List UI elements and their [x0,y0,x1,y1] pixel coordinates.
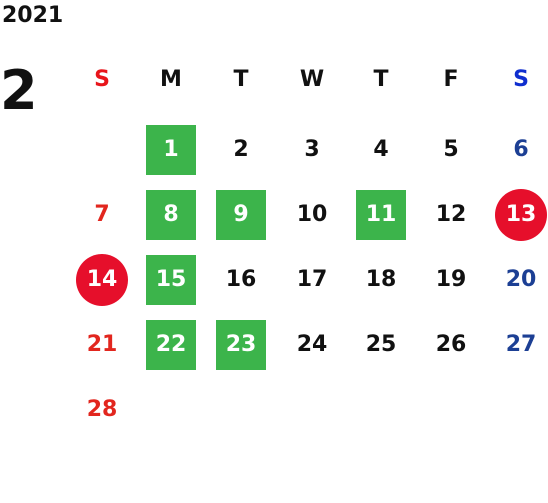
day-8[interactable]: 8 [146,190,196,240]
day-14[interactable]: 14 [76,254,128,306]
day-20[interactable]: 20 [505,267,537,292]
day-15[interactable]: 15 [146,255,196,305]
day-7[interactable]: 7 [94,202,110,227]
day-9[interactable]: 9 [216,190,266,240]
weekday-header-5: F [443,67,459,92]
day-27[interactable]: 27 [505,332,537,357]
weekday-header-2: T [233,67,249,92]
day-2[interactable]: 2 [233,137,249,162]
weekday-header-4: T [373,67,389,92]
day-11[interactable]: 11 [356,190,406,240]
day-13[interactable]: 13 [495,189,547,241]
weekday-header-3: W [299,67,325,92]
day-12[interactable]: 12 [435,202,467,227]
weekday-header-6: S [513,67,529,92]
day-26[interactable]: 26 [435,332,467,357]
weekday-header-1: M [160,67,182,92]
day-16[interactable]: 16 [225,267,257,292]
day-10[interactable]: 10 [296,202,328,227]
day-19[interactable]: 19 [435,267,467,292]
day-25[interactable]: 25 [365,332,397,357]
day-22[interactable]: 22 [146,320,196,370]
day-6[interactable]: 6 [513,137,529,162]
day-21[interactable]: 21 [86,332,118,357]
month-number: 2 [0,59,38,122]
day-28[interactable]: 28 [86,397,118,422]
day-18[interactable]: 18 [365,267,397,292]
day-1[interactable]: 1 [146,125,196,175]
day-5[interactable]: 5 [443,137,459,162]
day-24[interactable]: 24 [296,332,328,357]
year-label: 2021 [2,3,64,28]
day-17[interactable]: 17 [296,267,328,292]
weekday-header-0: S [94,67,110,92]
day-3[interactable]: 3 [304,137,320,162]
day-4[interactable]: 4 [373,137,389,162]
day-23[interactable]: 23 [216,320,266,370]
